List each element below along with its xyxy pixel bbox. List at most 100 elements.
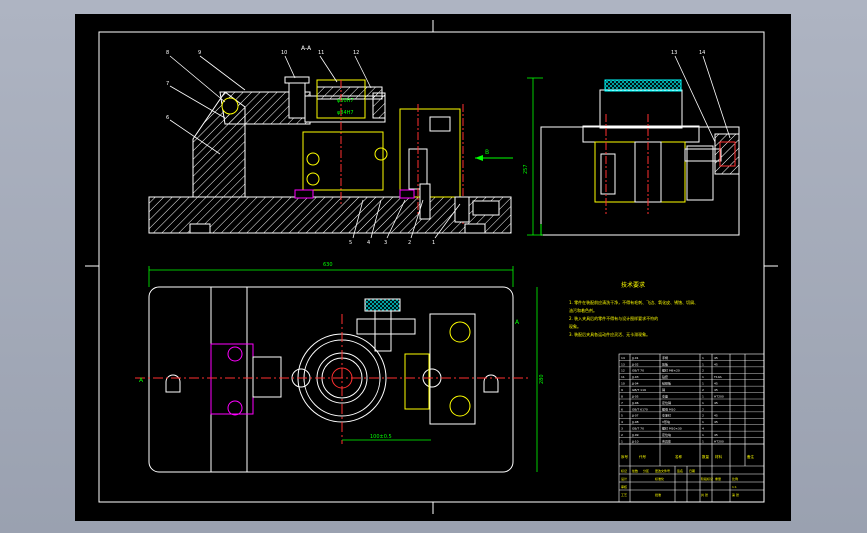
- svg-text:3: 3: [384, 240, 387, 246]
- bom-cell: 定位销: [662, 400, 671, 405]
- bom-cell: 1: [702, 394, 704, 398]
- bom-cell: 11: [621, 375, 625, 379]
- svg-text:处数: 处数: [632, 468, 638, 473]
- svg-text:阶段标记: 阶段标记: [701, 476, 713, 481]
- bom-cell: 2: [621, 433, 623, 437]
- bom-cell: JJ-03: [631, 375, 639, 379]
- top-view: 630 280 A A 100±0.5: [135, 262, 545, 473]
- bom-cell: 4: [702, 427, 704, 431]
- bom-cell: 10: [621, 382, 625, 386]
- bom-cell: 3: [621, 427, 623, 431]
- bom-cell: JJ-01: [631, 356, 639, 360]
- front-section-view: A-A φ30H7 φ34H7 8 9 10 11 12 7 6 5: [148, 45, 513, 246]
- bom-cell: 支座: [662, 393, 668, 398]
- bom-cell: JJ-07: [631, 414, 639, 418]
- bom-cell: JJ-10: [631, 439, 639, 443]
- bom-cell: 13: [621, 362, 625, 366]
- bom-cell: 2: [702, 407, 704, 411]
- bom-cell: 1: [702, 439, 704, 443]
- overall-length-dim: 630: [323, 262, 333, 268]
- notes-title: 技术要求: [621, 281, 645, 289]
- bom-cell: HT200: [714, 439, 724, 443]
- bom-cell: 2: [702, 388, 704, 392]
- bore-position-dim: 100±0.5: [370, 434, 392, 440]
- bom-cell: JJ-08: [631, 420, 639, 424]
- bom-cell: 螺母 M10: [662, 406, 675, 411]
- svg-text:标准化: 标准化: [655, 476, 664, 481]
- svg-text:标记: 标记: [621, 468, 627, 473]
- bom-cell: GB/T 70: [632, 369, 644, 373]
- bom-cell: 1: [702, 362, 704, 366]
- bom-cell: 6: [621, 407, 623, 411]
- bom-cell: JJ-05: [631, 394, 639, 398]
- svg-text:比例: 比例: [732, 476, 738, 481]
- svg-text:7: 7: [166, 81, 169, 87]
- bom-cell: GB/T 119: [632, 388, 646, 392]
- bom-cell: 45: [714, 420, 718, 424]
- svg-text:8: 8: [166, 50, 169, 56]
- bushing-fit-label: φ30H7: [337, 98, 354, 104]
- bom-cell: 9: [621, 388, 623, 392]
- bom-cell: 螺钉 M10×30: [662, 426, 682, 431]
- svg-text:6: 6: [166, 115, 169, 121]
- technical-notes: 技术要求 1. 零件在装配前应清洗干净，不得有毛刺、飞边、氧化皮、锈蚀、切屑、 …: [569, 281, 698, 337]
- bom-cell: JJ-02: [631, 362, 639, 366]
- note-line: 2. 装入夹具后的零件不得有与设计图样要求不符的: [569, 315, 658, 321]
- bom-cell: 螺钉 M8×20: [662, 368, 680, 373]
- svg-text:1:1: 1:1: [732, 485, 737, 489]
- bushing-fit-label-2: φ34H7: [337, 110, 354, 116]
- bom-cell: 1: [702, 433, 704, 437]
- bom-cell: 1: [702, 401, 704, 405]
- bom-cell: 钻模板: [662, 381, 671, 386]
- svg-text:工艺: 工艺: [621, 492, 627, 497]
- svg-text:4: 4: [367, 240, 370, 246]
- svg-text:设计: 设计: [621, 476, 627, 481]
- bom-cell: 2: [702, 414, 704, 418]
- svg-text:14: 14: [699, 50, 705, 56]
- bom-cell: JJ-09: [631, 433, 639, 437]
- sheet-frame: [85, 20, 778, 514]
- svg-text:代号: 代号: [639, 454, 647, 459]
- title-block-footer: 标记 处数 分区 更改文件号 签名 日期 设计 标准化 阶段标记 重量 比例 审…: [621, 468, 739, 497]
- svg-text:序号: 序号: [621, 454, 629, 459]
- bom-cell: 4: [621, 420, 623, 424]
- bom-cell: 夹具体: [662, 438, 671, 443]
- svg-text:10: 10: [281, 50, 287, 56]
- bom-cell: V形块: [662, 419, 670, 424]
- bom-cell: 14: [621, 356, 625, 360]
- side-view: 257 13 14: [523, 50, 740, 236]
- svg-text:12: 12: [353, 50, 359, 56]
- bom-cell: 1: [702, 356, 704, 360]
- bom-cell: 2: [702, 369, 704, 373]
- svg-text:9: 9: [198, 50, 201, 56]
- svg-text:日期: 日期: [689, 468, 695, 473]
- bom-cell: 压板: [662, 361, 668, 366]
- bom-cell: 7: [621, 401, 623, 405]
- svg-text:签名: 签名: [677, 468, 683, 473]
- svg-text:更改文件号: 更改文件号: [655, 468, 670, 473]
- section-mark-2: A: [515, 319, 520, 326]
- bom-header: 序号 代号 名称 数量 材料 备注: [621, 454, 755, 459]
- bom-cell: 钻套: [662, 374, 668, 379]
- note-line: 油污和着色剂。: [569, 307, 597, 313]
- drawing-sheet: A-A φ30H7 φ34H7 8 9 10 11 12 7 6 5: [85, 20, 778, 514]
- svg-text:批准: 批准: [655, 492, 661, 497]
- svg-text:分区: 分区: [643, 468, 649, 473]
- bom-cell: 定位块: [662, 432, 671, 437]
- bom-cell: JJ-04: [631, 382, 639, 386]
- cad-viewport[interactable]: A-A φ30H7 φ34H7 8 9 10 11 12 7 6 5: [75, 14, 791, 521]
- svg-text:材料: 材料: [715, 454, 723, 459]
- bom-cell: JJ-06: [631, 401, 639, 405]
- note-line: 3. 装配后夹具各运动件应灵活、无卡滞现象。: [569, 331, 650, 337]
- bom-cell: 销: [662, 387, 665, 392]
- bom-cell: 1: [702, 382, 704, 386]
- bom-cell: 45: [714, 414, 718, 418]
- bom-cell: 45: [714, 356, 718, 360]
- bom-cell: 1: [621, 439, 623, 443]
- bom-cell: HT200: [714, 394, 724, 398]
- bom-cell: GB/T 6170: [632, 407, 648, 411]
- bom-cell: GB/T 70: [632, 427, 644, 431]
- bom-cell: 45: [714, 401, 718, 405]
- bom-cell: 手柄: [662, 355, 668, 360]
- svg-text:审核: 审核: [621, 484, 627, 489]
